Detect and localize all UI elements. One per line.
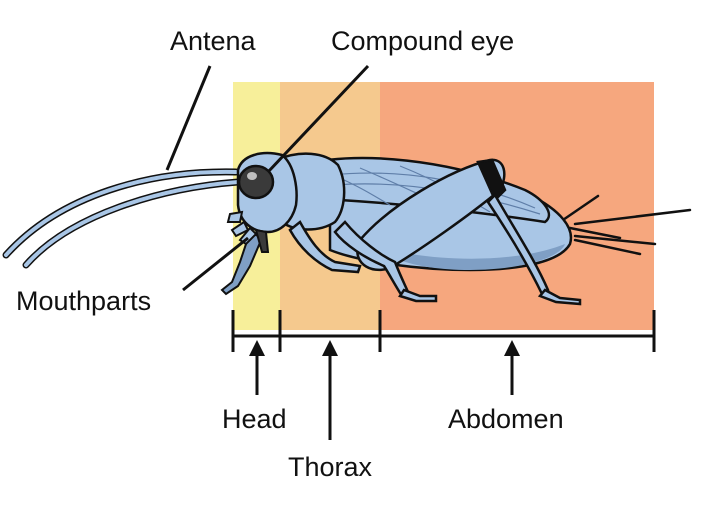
thorax-label: Thorax xyxy=(288,452,373,482)
middle-leg xyxy=(333,220,438,303)
compound-eye-drawing xyxy=(237,164,275,200)
abdomen-label: Abdomen xyxy=(448,404,564,434)
leader-lines xyxy=(165,64,370,292)
abdomen-arrow xyxy=(504,340,520,395)
hind-leg xyxy=(356,158,582,306)
cerci xyxy=(558,194,692,256)
eye-highlight xyxy=(247,172,257,180)
segment-bracket xyxy=(231,310,656,352)
mouthparts-label: Mouthparts xyxy=(16,286,152,316)
antennae xyxy=(2,168,242,269)
abdomen-underside xyxy=(400,244,565,270)
mouthparts-drawing xyxy=(226,210,270,253)
compound-eye-label: Compound eye xyxy=(331,26,515,56)
far-legs xyxy=(220,230,264,296)
head-arrow xyxy=(249,340,265,395)
thorax-arrow xyxy=(322,340,338,440)
head-label: Head xyxy=(222,404,287,434)
antenna-label: Antena xyxy=(170,26,256,56)
front-leg xyxy=(288,220,362,274)
